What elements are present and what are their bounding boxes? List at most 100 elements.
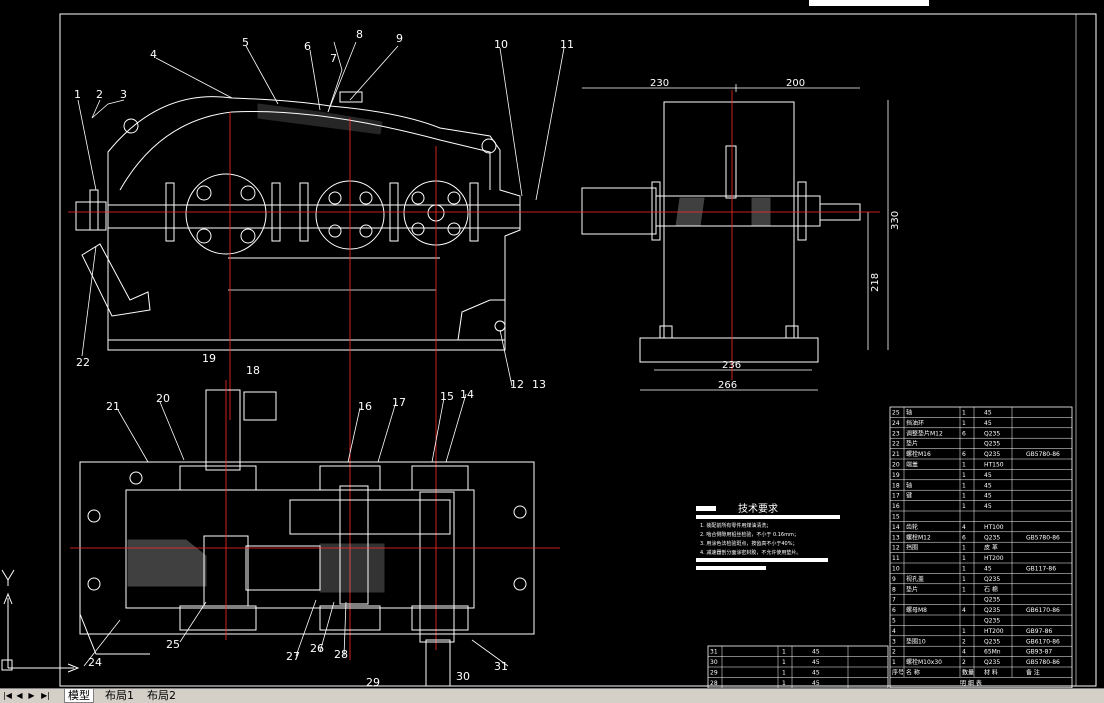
bom-cell: 45 [812,680,820,687]
bom-cell: 25 [892,410,900,417]
tab-model[interactable]: 模型 [64,689,94,703]
bom-cell: 1 [962,410,966,417]
bom-cell: 28 [710,680,718,687]
bom-cell: 螺栓M10x30 [906,658,942,666]
bom-cell: 24 [892,420,900,427]
bom-cell: Q235 [984,451,1000,458]
bom-cell: 螺栓M16 [906,450,931,458]
bom-cell: 石 棉 [984,585,998,593]
callout-6: 6 [304,40,311,53]
bom-cell: 20 [892,462,900,469]
bom-cell: 1 [962,576,966,583]
bom-cell: 5 [892,618,896,625]
technical-requirements: 技术要求 1. 装配前所有零件用煤油清洗； 2. 啮合侧隙用铅丝检验，不小于 0… [696,502,840,570]
callout-5: 5 [242,36,249,49]
first-tab-button[interactable]: |◀ [3,691,12,700]
bom-cell: 19 [892,472,900,479]
bom-cell: GB117-86 [1026,566,1056,573]
callout-1: 1 [74,88,81,101]
bom-cell: 14 [892,524,900,531]
bom-cell: 1 [962,482,966,489]
bom-cell: 1 [962,566,966,573]
bom-cell: 45 [984,503,992,510]
bom-header-cell: 材 料 [984,669,998,677]
bom-cell: GB6170-86 [1026,607,1060,614]
bom-cell: 22 [892,441,900,448]
bom-cell: GB6170-86 [1026,638,1060,645]
bom-cell: Q235 [984,659,1000,666]
bom-cell: Q235 [984,534,1000,541]
bom-header-cell: 备 注 [1026,669,1040,677]
bom-cell: HT150 [984,462,1004,469]
bom-cell: 13 [892,534,900,541]
tech-title: 技术要求 [738,502,778,515]
bom-cell: 6 [962,451,966,458]
callout-17: 17 [392,396,406,409]
next-tab-button[interactable]: ▶ [28,691,35,700]
callout-20: 20 [156,392,170,405]
bom-header-cell: 数量 [962,669,974,677]
bom-cell: 1 [962,586,966,593]
bom-cell: HT100 [984,524,1004,531]
dim-330: 330 [890,211,901,230]
bom-cell: 4 [892,628,896,635]
tab-layout1[interactable]: 布局1 [105,689,134,702]
bom-cell: 29 [710,670,718,677]
bom-cell: 45 [812,649,820,656]
bom-cell: 调整垫片M12 [906,429,943,437]
bom-cell: 2 [962,638,966,645]
cad-drawing-canvas[interactable]: 230 200 330 218 236 266 [0,0,1104,688]
callout-11: 11 [560,38,574,51]
bom-cell: 8 [892,586,896,593]
bom-cell: Q235 [984,430,1000,437]
bom-cell: GB5780-86 [1026,451,1060,458]
bom-header-cell: 序号 [892,669,904,677]
dim-236: 236 [722,360,741,371]
tab-layout2[interactable]: 布局2 [147,689,176,702]
side-view-dimensions: 230 200 330 218 236 266 [650,78,901,391]
dim-218: 218 [870,273,881,292]
bom-cell: Q235 [984,441,1000,448]
bom-cell: GB5780-86 [1026,534,1060,541]
callout-10: 10 [494,38,508,51]
callout-8: 8 [356,28,363,41]
bom-cell: 6 [962,534,966,541]
top-view [79,389,535,687]
bom-cell: 1 [962,472,966,479]
dim-200: 200 [786,78,805,89]
bom-cell: 45 [812,670,820,677]
tech-note-2: 2. 啮合侧隙用铅丝检验，不小于 0.16mm； [700,531,799,538]
callout-13: 13 [532,378,546,391]
callout-27: 27 [286,650,300,663]
bom-cell: 7 [892,597,896,604]
bom-cell: 螺栓M12 [906,533,931,541]
bom-cell: GB5780-86 [1026,659,1060,666]
bom-cell: Q235 [984,597,1000,604]
prev-tab-button[interactable]: ◀ [16,691,23,700]
bom-cell: 键 [906,492,912,500]
bom-cell: 轴 [906,481,912,489]
bom-cell: 1 [962,493,966,500]
callout-19: 19 [202,352,216,365]
bom-cell: 2 [892,649,896,656]
bom-cell: GB97-86 [1026,628,1052,635]
bom-cell: 21 [892,451,900,458]
bom-cell: 2 [962,659,966,666]
bom-cell: 3 [892,638,896,645]
last-tab-button[interactable]: ▶| [41,691,50,700]
bom-cell: 螺母M8 [906,606,927,614]
bom-cell: Q235 [984,576,1000,583]
tech-note-1: 1. 装配前所有零件用煤油清洗； [700,522,771,529]
bom-cell: 1 [962,503,966,510]
bom-cell: 11 [892,555,900,562]
bom-cell: Q235 [984,638,1000,645]
callout-14: 14 [460,388,474,401]
callout-2: 2 [96,88,103,101]
bom-cell: Q235 [984,618,1000,625]
tech-note-4: 4. 减速器剖分面涂密封胶，不允许使用垫片。 [700,549,801,556]
bom-cell: Q235 [984,607,1000,614]
callouts: 1 2 3 4 5 6 7 8 9 10 11 12 13 14 15 16 1… [74,28,574,688]
bom-cell: 9 [892,576,896,583]
bom-cell: 16 [892,503,900,510]
